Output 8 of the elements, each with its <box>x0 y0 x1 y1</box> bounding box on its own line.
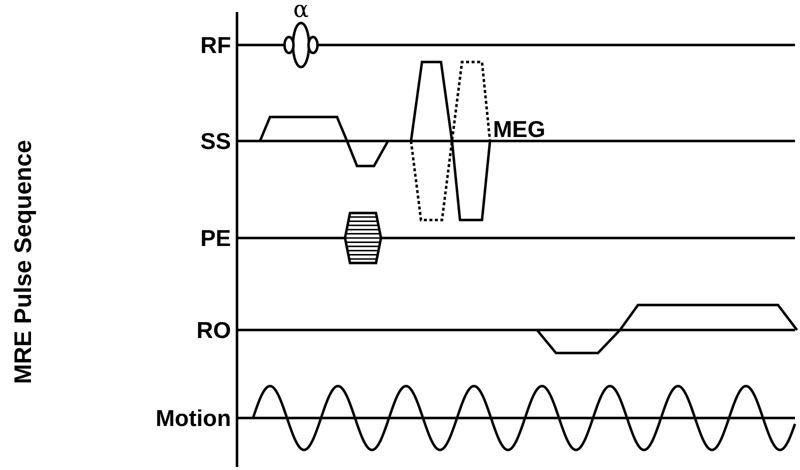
gradient-label: MEG <box>493 116 546 142</box>
axis-title: MRE Pulse Sequence <box>10 140 38 384</box>
channel-label: RF <box>200 32 231 58</box>
channel-label: RO <box>196 317 231 343</box>
channel-label: SS <box>200 128 231 154</box>
flip-angle-label: α <box>293 0 309 23</box>
channel-label: Motion <box>156 405 231 431</box>
channel-label: PE <box>200 225 231 251</box>
